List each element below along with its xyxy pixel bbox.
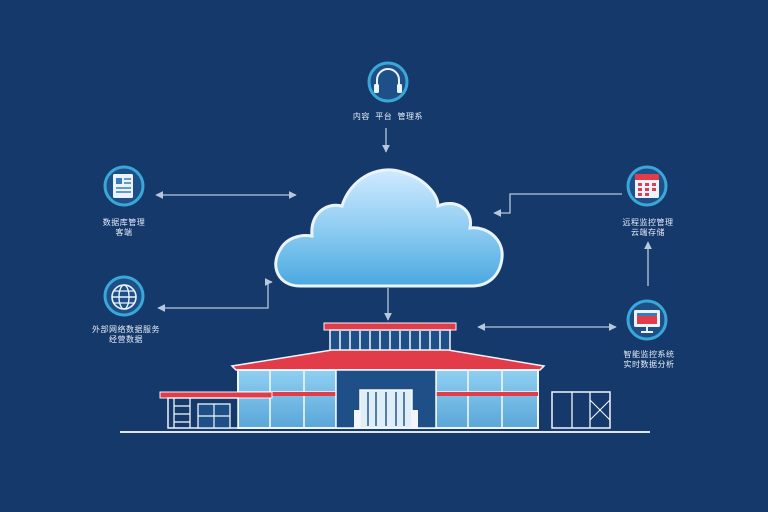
node-right-upper-label: 远程监控管理 云端存储 (622, 218, 674, 237)
node-left-lower (103, 275, 145, 317)
node-top-label: 内容 平台 管理系 (352, 112, 424, 121)
node-top (367, 61, 409, 103)
node-right-lower-label: 智能监控系统 实时数据分析 (623, 350, 675, 369)
connector-right-upper-cloud (493, 193, 622, 217)
connector-cloud-left-lower (157, 278, 273, 312)
node-right-upper (626, 165, 668, 207)
node-right-lower (626, 299, 668, 341)
node-left-upper-label: 数据库管理 客端 (102, 218, 146, 237)
cloud-icon (274, 168, 504, 288)
connectors (155, 128, 652, 331)
node-left-upper (103, 165, 145, 207)
node-left-lower-label: 外部网络数据服务 经营数据 (92, 325, 160, 344)
building-icon (120, 322, 650, 433)
